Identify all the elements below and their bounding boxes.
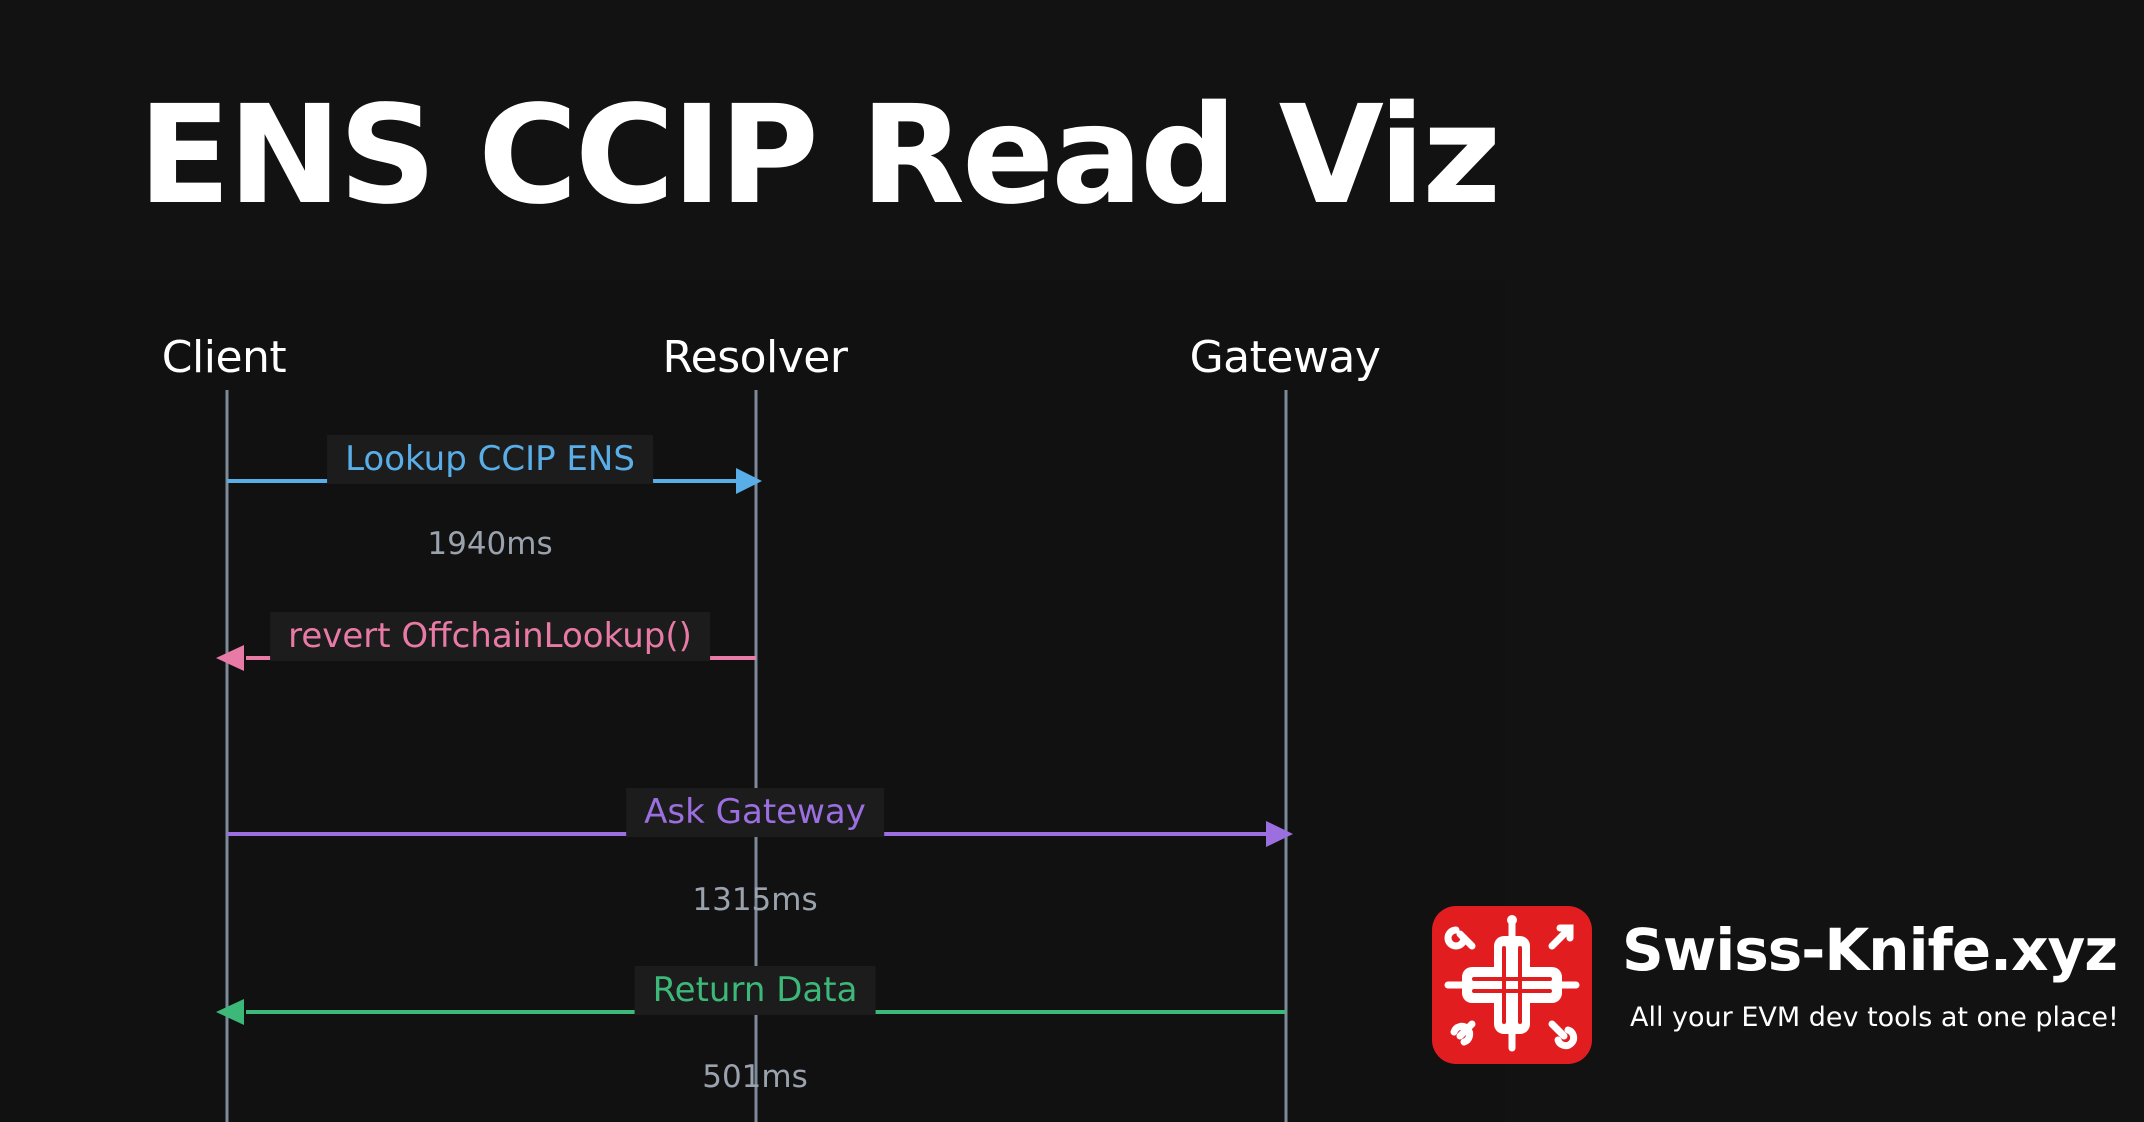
message-label-return-data: Return Data xyxy=(634,966,876,1015)
timing-ask-gateway: 1315ms xyxy=(692,882,818,918)
arrowhead-return-data xyxy=(216,999,244,1025)
timing-lookup-ccip-ens: 1940ms xyxy=(427,526,553,562)
actor-client: Client xyxy=(161,332,287,383)
timing-return-data: 501ms xyxy=(702,1059,808,1095)
actor-gateway: Gateway xyxy=(1189,332,1381,383)
swiss-knife-tools-icon xyxy=(1444,915,1580,1052)
message-label-lookup-ccip-ens: Lookup CCIP ENS xyxy=(327,435,653,484)
actor-resolver: Resolver xyxy=(662,332,848,383)
message-label-ask-gateway: Ask Gateway xyxy=(626,788,884,837)
brand-logo xyxy=(1432,906,1592,1064)
arrowhead-revert-offchainlookup xyxy=(216,645,244,671)
brand-name: Swiss-Knife.xyz xyxy=(1622,916,2118,984)
message-label-revert-offchainlookup: revert OffchainLookup() xyxy=(270,612,710,661)
brand-tagline: All your EVM dev tools at one place! xyxy=(1630,1002,2119,1033)
page-title: ENS CCIP Read Viz xyxy=(138,77,1501,235)
arrowhead-lookup-ccip-ens xyxy=(736,468,762,494)
arrowhead-ask-gateway xyxy=(1266,821,1293,847)
